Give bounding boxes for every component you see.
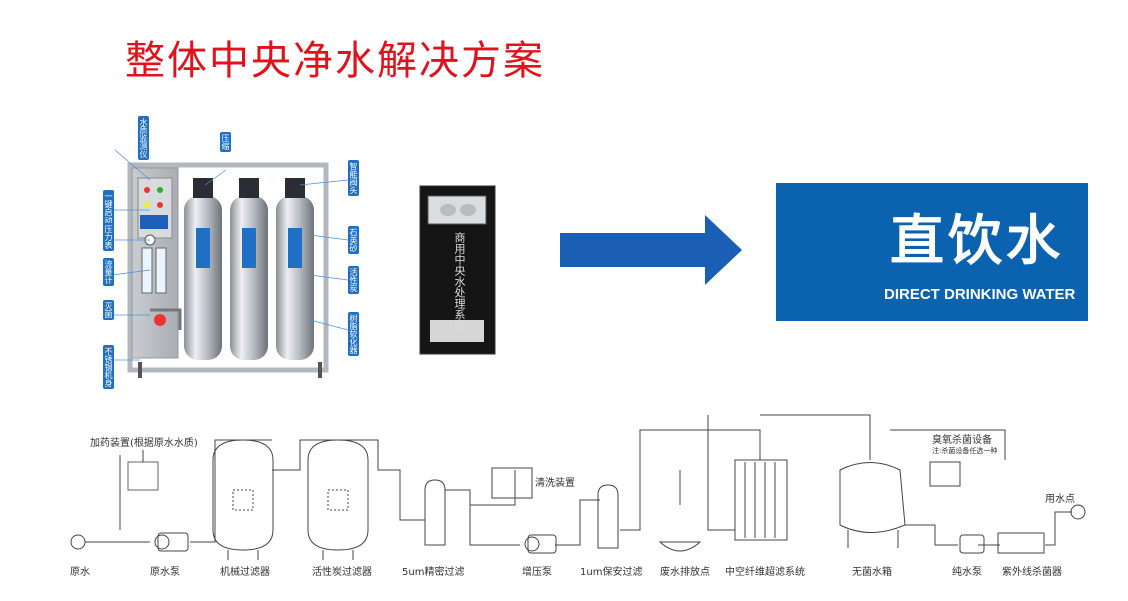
- label-use-point: 用水点: [1045, 494, 1075, 505]
- label-dosing-device: 加药装置(根据原水水质): [90, 438, 198, 449]
- flow-diagram: [70, 414, 1086, 560]
- callout-leaders: [111, 149, 349, 361]
- ro-machine: [127, 162, 329, 378]
- callout-smart-valve: 智能阀头: [348, 160, 359, 196]
- callout-flow-meter: 流量计: [103, 258, 114, 286]
- cabinet-label: 商用中央水处理系统: [453, 232, 466, 331]
- callout-resin-softener: 树脂软化器: [348, 312, 359, 356]
- direct-drinking-badge: [776, 183, 1088, 321]
- callout-activated-carbon: 活性炭: [348, 266, 359, 294]
- callout-water-quality-monitor: 水质监测仪: [138, 116, 149, 160]
- step-1um-filter: 1um保安过滤: [580, 567, 643, 578]
- process-arrow: [560, 215, 742, 285]
- step-uf-system: 中空纤维超滤系统: [725, 567, 805, 578]
- step-5um-filter: 5um精密过滤: [402, 567, 465, 578]
- callout-quartz-sand: 石英砂: [348, 226, 359, 254]
- callout-sterilize: 灭菌: [103, 300, 114, 320]
- step-waste-discharge: 废水排放点: [660, 567, 710, 578]
- callout-stainless-body: 不锈钢机身: [103, 345, 114, 389]
- step-carbon-filter: 活性炭过滤器: [312, 567, 372, 578]
- step-booster-pump: 增压泵: [522, 567, 552, 578]
- badge-title-en: DIRECT DRINKING WATER: [884, 286, 1076, 303]
- step-mechanical-filter: 机械过滤器: [220, 567, 270, 578]
- step-pure-water-pump: 纯水泵: [952, 567, 982, 578]
- page-title: 整体中央净水解决方案: [125, 38, 545, 84]
- treatment-cabinet: [419, 185, 496, 355]
- step-raw-water-pump: 原水泵: [150, 567, 180, 578]
- step-raw-water: 原水: [70, 567, 90, 578]
- label-ozone-device: 臭氧杀菌设备: [932, 435, 992, 446]
- label-cleaning-device: 清洗装置: [535, 478, 575, 489]
- callout-one-key-start: 一键启动: [103, 190, 114, 226]
- label-ozone-note: 注:杀菌设备任选一种: [932, 447, 998, 455]
- callout-pressure-gauge: 压力表: [103, 223, 114, 251]
- badge-title-cn: 直饮水: [890, 209, 1064, 272]
- step-sterile-tank: 无菌水箱: [852, 567, 892, 578]
- callout-compression: 压缩: [220, 132, 231, 152]
- step-uv-sterilizer: 紫外线杀菌器: [1002, 567, 1062, 578]
